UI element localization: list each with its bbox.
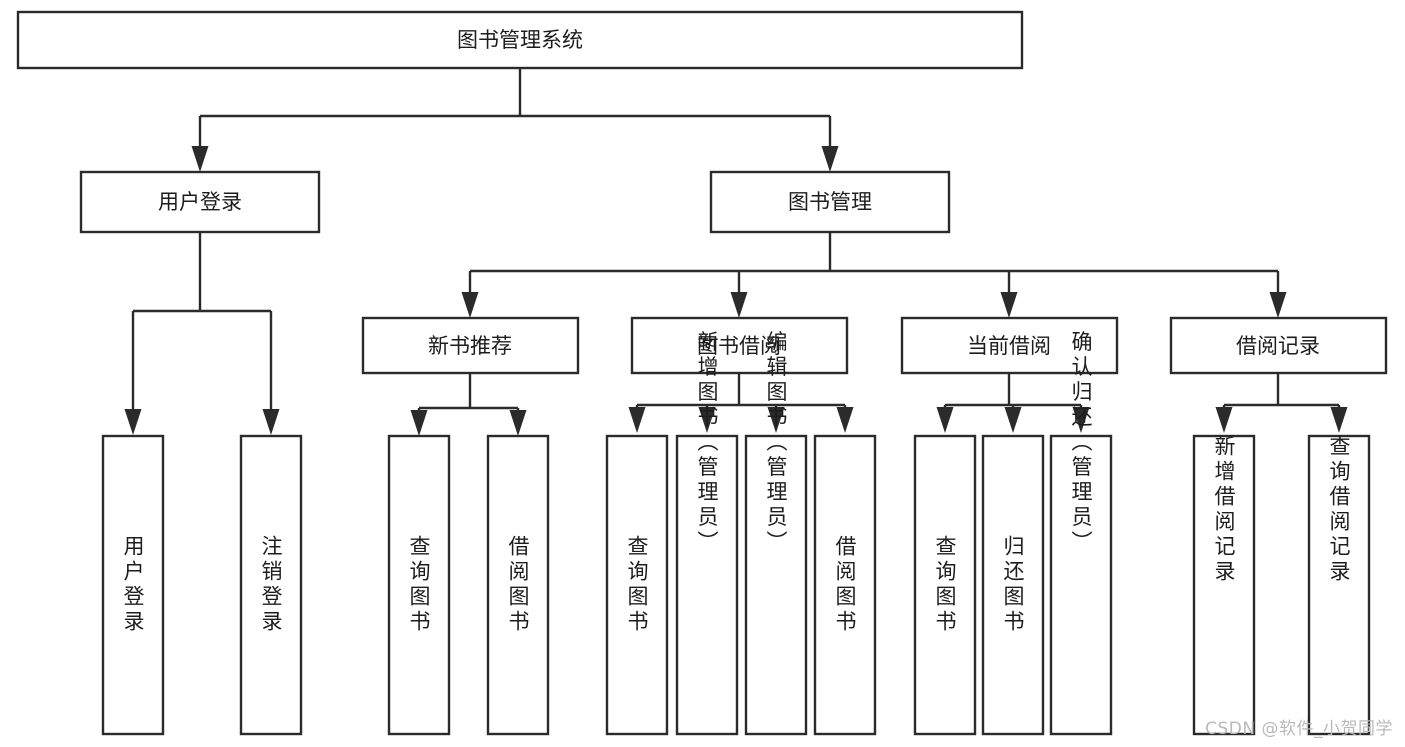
- node-leaf-10-box[interactable]: [981, 434, 1045, 736]
- arrow-bookmgmt-borrow: [730, 292, 748, 318]
- node-leaf-12-label: 新增借阅记录: [1212, 435, 1236, 585]
- connector-group-login: [124, 232, 280, 435]
- connector-group-bookmgmt: [461, 232, 1287, 318]
- node-leaf-6-label: 新增图书（管理员）: [695, 331, 719, 556]
- node-leaf-6[interactable]: 新增图书（管理员）: [675, 331, 739, 736]
- node-leaf-7-box[interactable]: [744, 434, 808, 736]
- arrow-bookmgmt-current: [1000, 292, 1018, 318]
- node-login-label: 用户登录: [158, 190, 242, 214]
- node-root-box[interactable]: [16, 10, 1024, 70]
- node-leaf-9-label: 查询图书: [933, 535, 957, 635]
- node-leaf-10[interactable]: 归还图书: [981, 434, 1045, 736]
- connector-group-record: [1215, 373, 1348, 433]
- node-bookmgmt[interactable]: 图书管理: [709, 170, 951, 234]
- node-leaf-10-label: 归还图书: [1001, 535, 1025, 635]
- node-leaf-4[interactable]: 借阅图书: [486, 434, 550, 736]
- node-borrow-label: 图书借阅: [697, 334, 781, 358]
- arrow-newbook-leaf3: [410, 410, 428, 436]
- node-leaf-6-box[interactable]: [675, 434, 739, 736]
- connector-group-current: [936, 373, 1090, 433]
- node-leaf-13-label: 查询借阅记录: [1327, 435, 1351, 585]
- arrow-root-to-login: [191, 146, 209, 172]
- node-leaf-8-box[interactable]: [813, 434, 877, 736]
- node-current-label: 当前借阅: [967, 334, 1051, 358]
- node-borrow[interactable]: 图书借阅: [630, 316, 849, 375]
- node-record-box[interactable]: [1169, 316, 1388, 375]
- node-current-box[interactable]: [900, 316, 1119, 375]
- node-record[interactable]: 借阅记录: [1169, 316, 1388, 375]
- node-bookmgmt-box[interactable]: [709, 170, 951, 234]
- node-leaf-7-label: 编辑图书（管理员）: [764, 331, 788, 556]
- arrow-record-leaf13: [1330, 407, 1348, 433]
- node-root-label: 图书管理系统: [457, 28, 583, 52]
- node-leaf-1-box[interactable]: [101, 434, 165, 736]
- node-newbook[interactable]: 新书推荐: [361, 316, 580, 375]
- node-leaf-9-box[interactable]: [913, 434, 977, 736]
- node-leaf-9[interactable]: 查询图书: [913, 434, 977, 736]
- node-root[interactable]: 图书管理系统: [16, 10, 1024, 70]
- node-leaf-11-label: 确认归还（管理员）: [1069, 331, 1093, 556]
- node-leaf-3[interactable]: 查询图书: [387, 434, 451, 736]
- arrow-record-leaf12: [1215, 407, 1233, 433]
- node-leaf-2-label: 注销登录: [259, 535, 283, 635]
- node-leaf-8-label: 借阅图书: [833, 535, 857, 635]
- node-leaf-5[interactable]: 查询图书: [605, 434, 669, 736]
- node-login[interactable]: 用户登录: [79, 170, 321, 234]
- node-leaf-1[interactable]: 用户登录: [101, 434, 165, 736]
- arrow-borrow-leaf5: [628, 407, 646, 433]
- node-leaf-1-label: 用户登录: [121, 535, 145, 635]
- node-newbook-box[interactable]: [361, 316, 580, 375]
- node-leaf-4-box[interactable]: [486, 434, 550, 736]
- node-newbook-label: 新书推荐: [428, 334, 512, 358]
- node-leaf-5-label: 查询图书: [625, 535, 649, 635]
- node-leaf-7[interactable]: 编辑图书（管理员）: [744, 331, 808, 736]
- node-leaf-2-box[interactable]: [239, 434, 303, 736]
- node-leaf-8[interactable]: 借阅图书: [813, 434, 877, 736]
- arrow-login-leaf2: [262, 409, 280, 435]
- arrow-newbook-leaf4: [509, 410, 527, 436]
- node-leaf-13[interactable]: 查询借阅记录: [1307, 434, 1371, 736]
- arrow-current-leaf10: [1004, 407, 1022, 433]
- node-leaf-12-box[interactable]: [1192, 434, 1256, 736]
- node-current[interactable]: 当前借阅: [900, 316, 1119, 375]
- arrow-login-leaf1: [124, 409, 142, 435]
- node-leaf-5-box[interactable]: [605, 434, 669, 736]
- node-borrow-box[interactable]: [630, 316, 849, 375]
- connector-group-root: [191, 68, 839, 172]
- node-leaf-4-label: 借阅图书: [506, 535, 530, 635]
- node-leaf-13-box[interactable]: [1307, 434, 1371, 736]
- arrow-root-to-bookmgmt: [821, 146, 839, 172]
- csdn-watermark: CSDN @软件_小贺同学: [1205, 719, 1393, 739]
- node-leaf-3-label: 查询图书: [407, 535, 431, 635]
- node-leaf-3-box[interactable]: [387, 434, 451, 736]
- arrow-bookmgmt-record: [1269, 292, 1287, 318]
- node-leaf-11[interactable]: 确认归还（管理员）: [1049, 331, 1113, 736]
- connector-group-borrow: [628, 373, 854, 433]
- arrow-current-leaf9: [936, 407, 954, 433]
- node-login-box[interactable]: [79, 170, 321, 234]
- arrow-bookmgmt-newbook: [461, 292, 479, 318]
- node-leaf-12[interactable]: 新增借阅记录: [1192, 434, 1256, 736]
- node-leaf-11-box[interactable]: [1049, 434, 1113, 736]
- node-record-label: 借阅记录: [1236, 334, 1320, 358]
- connector-group-newbook: [410, 373, 527, 436]
- arrow-borrow-leaf8: [836, 407, 854, 433]
- node-bookmgmt-label: 图书管理: [788, 190, 872, 214]
- node-leaf-2[interactable]: 注销登录: [239, 434, 303, 736]
